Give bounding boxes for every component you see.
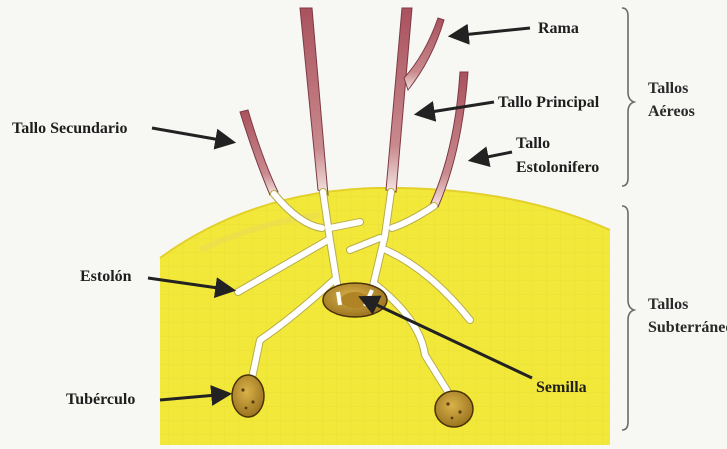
group-subterraneos-1: Tallos	[648, 296, 688, 313]
label-rama: Rama	[538, 20, 579, 37]
label-tallo-estolonifero-2: Estolonifero	[516, 159, 599, 176]
label-semilla: Semilla	[536, 379, 587, 396]
main-stem	[300, 8, 328, 195]
braces	[622, 8, 634, 430]
brace-aereos	[622, 8, 634, 186]
arrow-tallo-secundario	[152, 128, 232, 142]
tuber-left	[232, 375, 264, 417]
stolon-stem	[430, 72, 468, 207]
arrow-rama	[452, 28, 530, 36]
tuber-right	[435, 391, 473, 427]
seed-tuber	[323, 283, 387, 317]
label-tallo-estolonifero-1: Tallo	[516, 135, 550, 152]
brace-subterraneos	[622, 206, 634, 430]
secondary-stem	[240, 110, 278, 195]
arrow-tallo-estolonifero	[472, 152, 512, 160]
group-subterraneos-2: Subterráneos	[648, 319, 727, 336]
main-stem-right	[386, 8, 412, 192]
label-tuberculo: Tubérculo	[66, 391, 135, 408]
label-tallo-principal: Tallo Principal	[498, 94, 600, 111]
group-aereos-1: Tallos	[648, 80, 688, 97]
label-estolon: Estolón	[80, 268, 132, 285]
group-aereos-2: Aéreos	[648, 103, 695, 120]
aerial-stems	[240, 8, 468, 207]
label-tallo-secundario: Tallo Secundario	[12, 120, 127, 137]
